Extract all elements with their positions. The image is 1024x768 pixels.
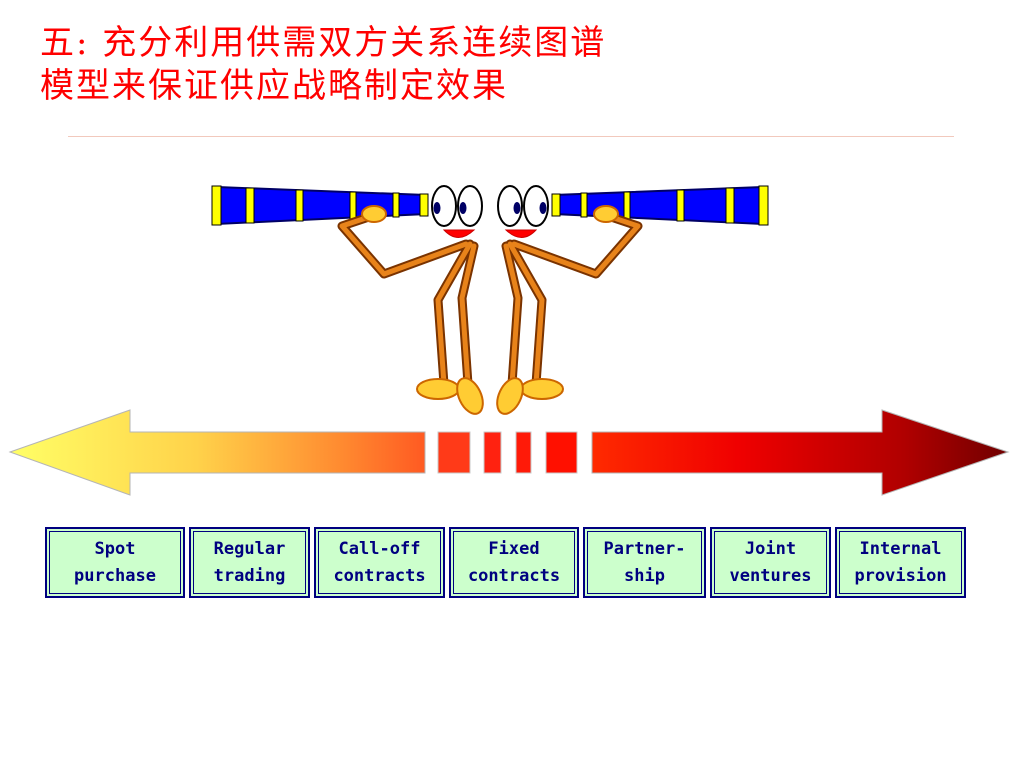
left-mouth-icon [442,229,476,238]
right-mouth-icon [504,229,538,238]
spectrum-box-regular-trading: Regular trading [189,527,310,598]
spectrum-box-fixed-contracts: Fixed contracts [449,527,579,598]
spectrum-box-label: Call-off contracts [333,538,426,586]
right-telescope-icon [551,185,769,226]
right-hand-icon [593,205,619,223]
right-foot-icon [520,378,564,400]
left-telescope-icon [211,185,429,226]
right-arms [501,211,643,389]
spectrum-arrow [8,409,1010,496]
spectrum-box-label: Joint ventures [729,538,812,586]
spectrum-box-spot-purchase: Spot purchase [45,527,185,598]
spectrum-dash-4 [545,431,578,474]
spectrum-box-label: Spot purchase [74,538,156,586]
spectrum-box-label: Internal provision [854,538,947,586]
spectrum-box-internal-provision: Internal provision [835,527,966,598]
spectrum-dash-1 [437,431,471,474]
spectrum-dash-3 [515,431,532,474]
spectrum-box-joint-ventures: Joint ventures [710,527,831,598]
left-arms [337,211,479,389]
right-foot-icon-2 [496,377,524,415]
left-eyes-icon [431,185,483,227]
slide-title: 五: 充分利用供需双方关系连续图谱 模型来保证供应战略制定效果 [40,22,980,108]
title-divider [68,136,954,137]
left-hand-icon [361,205,387,223]
left-figure [211,185,484,415]
spectrum-arrow-right [591,409,1010,496]
spectrum-box-label: Partner- ship [603,538,686,586]
spectrum-box-call-off-contracts: Call-off contracts [314,527,445,598]
left-foot-icon [416,378,460,400]
spectrum-box-label: Regular trading [213,538,286,586]
title-line-2: 模型来保证供应战略制定效果 [40,66,508,106]
right-eyes-icon [497,185,549,227]
right-figure [496,185,769,415]
spectrum-box-partnership: Partner- ship [583,527,706,598]
left-foot-icon-2 [456,377,484,415]
spectrum-box-label: Fixed contracts [467,538,561,586]
spectrum-dash-2 [483,431,502,474]
title-line-1: 五: 充分利用供需双方关系连续图谱 [40,23,607,63]
spectrum-arrow-left [8,409,426,496]
